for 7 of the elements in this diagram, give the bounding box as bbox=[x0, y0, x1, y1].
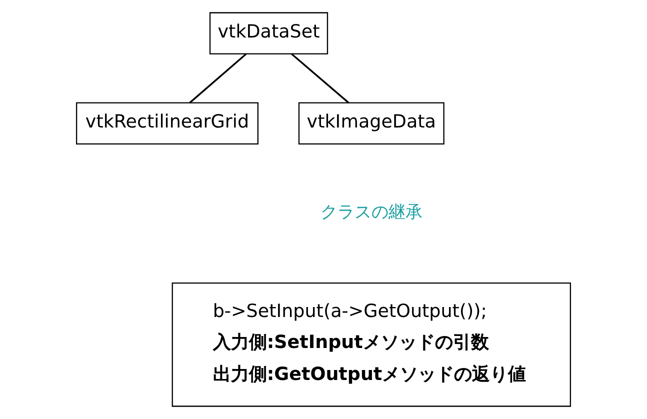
node-box: vtkRectilinearGrid bbox=[76, 102, 258, 144]
connector bbox=[290, 53, 350, 104]
label: クラスの継承 bbox=[320, 202, 422, 222]
node-box: vtkDataSet bbox=[209, 12, 328, 54]
connector bbox=[189, 53, 247, 104]
node-box: vtkImageData bbox=[298, 102, 444, 144]
node-box: b->SetInput(a->GetOutput()); 入力側:SetInputメソッドの引数 出力側:GetOutputメソッドの返り値 bbox=[172, 282, 572, 407]
